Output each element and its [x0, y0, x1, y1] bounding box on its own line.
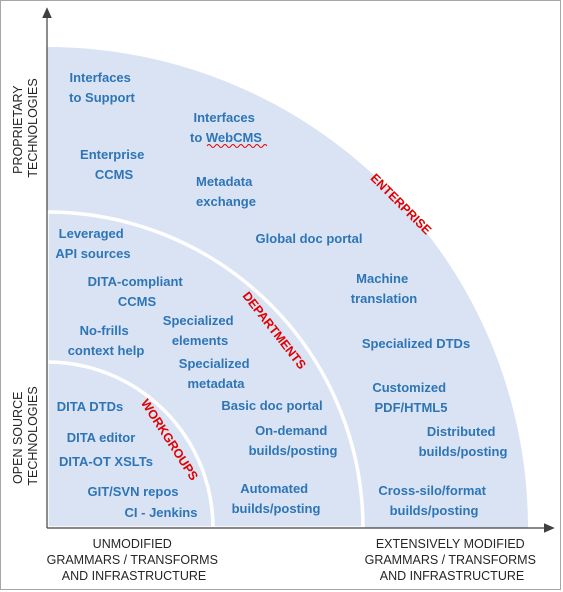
item-on-demand-builds: On-demand builds/posting	[249, 423, 338, 458]
item-interfaces-to-webcms: Interfaces to WebCMS	[190, 110, 262, 145]
item-global-doc-portal: Global doc portal	[256, 231, 363, 246]
item-dita-ot-xslts: DITA-OT XSLTs	[59, 454, 153, 469]
item-dita-dtds: DITA DTDs	[57, 399, 123, 414]
y-axis-label-proprietary: PROPRIETARY TECHNOLOGIES	[11, 78, 40, 177]
item-cross-silo-builds: Cross-silo/format builds/posting	[378, 483, 489, 518]
item-customized-pdf-html5: Customized PDF/HTML5	[372, 380, 449, 415]
item-dita-compliant-ccms: DITA-compliant CCMS	[88, 274, 187, 309]
item-specialized-elements: Specialized elements	[163, 313, 237, 348]
item-ci-jenkins: CI - Jenkins	[125, 505, 198, 520]
x-axis-label-extensively-modified: EXTENSIVELY MODIFIED GRAMMARS / TRANSFOR…	[365, 537, 540, 583]
item-leveraged-api-sources: Leveraged API sources	[55, 226, 130, 261]
item-basic-doc-portal: Basic doc portal	[221, 398, 322, 413]
x-axis-label-unmodified: UNMODIFIED GRAMMARS / TRANSFORMS AND INF…	[47, 537, 222, 583]
item-metadata-exchange: Metadata exchange	[196, 174, 256, 209]
spellcheck-underline	[206, 144, 268, 148]
item-interfaces-to-support: Interfaces to Support	[69, 70, 135, 105]
item-dita-editor: DITA editor	[67, 430, 136, 445]
item-distributed-builds: Distributed builds/posting	[419, 424, 508, 459]
item-specialized-dtds: Specialized DTDs	[362, 336, 470, 351]
item-git-svn-repos: GIT/SVN repos	[87, 484, 178, 499]
item-automated-builds: Automated builds/posting	[232, 481, 321, 516]
workgroups-zone	[45, 360, 215, 530]
item-machine-translation: Machine translation	[351, 271, 418, 306]
item-specialized-metadata: Specialized metadata	[179, 356, 253, 391]
y-axis-label-open-source: OPEN SOURCE TECHNOLOGIES	[11, 386, 40, 485]
item-no-frills-context-help: No-frills context help	[68, 323, 145, 358]
item-enterprise-ccms: Enterprise CCMS	[80, 147, 148, 182]
